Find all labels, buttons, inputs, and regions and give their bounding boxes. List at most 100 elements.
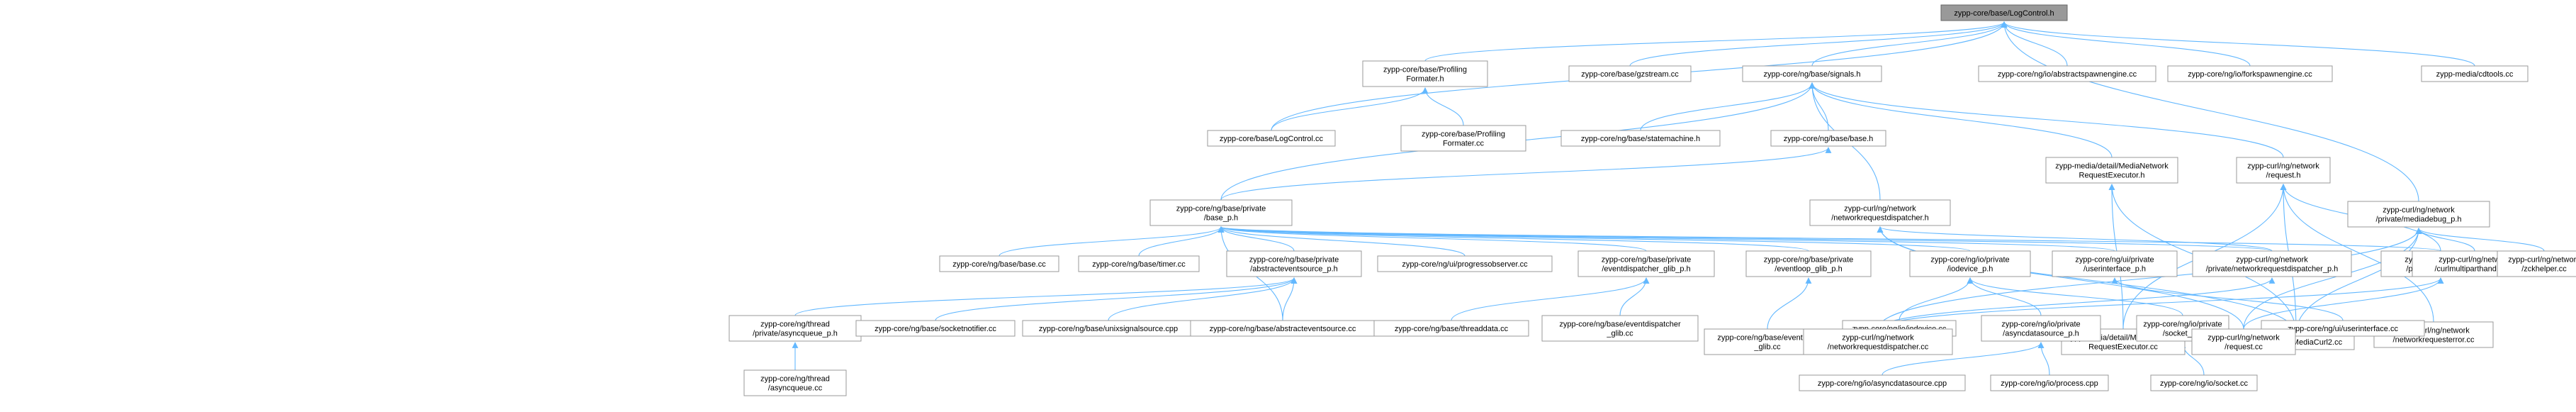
graph-node[interactable]: zypp-core/ng/ui/progressobserver.cc	[1377, 255, 1553, 272]
graph-node[interactable]: zypp-core/ng/base/base.cc	[939, 255, 1059, 272]
node-box	[1809, 199, 1951, 226]
graph-node[interactable]: zypp-media/cdtools.cc	[2421, 65, 2529, 82]
node-label: /abstracteventsource_p.h	[1250, 265, 1338, 274]
node-box	[2236, 157, 2331, 184]
node-label: zypp-core/ng/base/abstracteventsource.cc	[1210, 325, 1356, 333]
graph-node[interactable]: zypp-media/detail/MediaNetworkRequestExe…	[2045, 157, 2178, 184]
node-box	[2347, 201, 2490, 228]
graph-node[interactable]: zypp-core/ng/io/asyncdatasource.cpp	[1799, 374, 1966, 391]
graph-node[interactable]: zypp-core/ng/base/private/eventloop_glib…	[1745, 250, 1872, 277]
edge-n0-n6	[2001, 21, 2475, 67]
node-label: /eventloop_glib_p.h	[1774, 265, 1842, 274]
node-box	[939, 255, 1059, 272]
graph-node[interactable]: zypp-curl/ng/network/request.h	[2236, 157, 2331, 184]
graph-node[interactable]: zypp-core/ng/base/signals.h	[1742, 65, 1882, 82]
edge-n14-n19	[1217, 226, 1466, 257]
node-box	[2167, 65, 2333, 82]
node-label: zypp-curl/ng/network	[2439, 256, 2511, 265]
graph-node[interactable]: zypp-core/ng/base/unixsignalsource.cpp	[1022, 320, 1195, 337]
node-box	[1226, 250, 1362, 277]
node-label: zypp-core/base/LogControl.h	[1954, 9, 2054, 18]
graph-node[interactable]: zypp-core/ng/base/private/eventdispatche…	[1577, 250, 1715, 277]
node-box	[1742, 65, 1882, 82]
edge-n13-n29	[2415, 228, 2475, 252]
graph-node[interactable]: zypp-core/ng/io/socket.cc	[2150, 374, 2258, 391]
node-box	[729, 315, 862, 342]
node-label: zypp-core/ng/base/threaddata.cc	[1395, 325, 1509, 333]
node-label: /request.cc	[2225, 343, 2263, 352]
graph-node[interactable]: zypp-core/ng/thread/private/asyncqueue_p…	[729, 315, 862, 342]
node-label: /curlmultiparthandler.cc	[2434, 265, 2515, 274]
edge-n1-n7	[1271, 87, 1429, 131]
node-box	[1981, 315, 2101, 342]
edge-n18-n32	[935, 277, 1298, 321]
node-label: /asyncdatasource_p.h	[2003, 330, 2079, 338]
edge-n20-n36	[1619, 277, 1650, 316]
graph-node[interactable]: zypp-core/ng/base/timer.cc	[1078, 255, 1200, 272]
node-box	[1078, 255, 1200, 272]
node-label: Formater.cc	[1443, 140, 1485, 148]
graph-node[interactable]: zypp-core/ng/io/forkspawnengine.cc	[2167, 65, 2333, 82]
edge-n18-n34	[1282, 277, 1298, 321]
graph-node[interactable]: zypp-core/ng/base/base.h	[1770, 130, 1886, 147]
edge-n0-n5	[2001, 21, 2251, 67]
graph-node[interactable]: zypp-core/base/gzstream.cc	[1568, 65, 1692, 82]
graph-node[interactable]: zypp-curl/ng/network/zckhelper.cc	[2497, 250, 2576, 277]
edge-n3-n11	[1809, 82, 2113, 158]
graph-node[interactable]: zypp-core/ng/io/private/iodevice_p.h	[1909, 250, 2031, 277]
graph-node[interactable]: zypp-core/ng/io/abstractspawnengine.cc	[1978, 65, 2156, 82]
graph-node[interactable]: zypp-core/ng/thread/asyncqueue.cc	[743, 369, 847, 396]
graph-node[interactable]: zypp-core/base/LogControl.cc	[1207, 130, 1336, 147]
edge-n25-n42	[1877, 277, 2444, 330]
node-label: Formater.h	[1406, 75, 1444, 84]
graph-node[interactable]: zypp-core/ng/base/eventdispatcher_glib.c…	[1541, 315, 1699, 342]
node-label: /networkrequestdispatcher.h	[1831, 214, 1929, 223]
node-label: zypp-core/base/gzstream.cc	[1581, 70, 1679, 79]
graph-node[interactable]: zypp-core/ng/base/threaddata.cc	[1373, 320, 1529, 337]
edge-n39-n45	[1882, 342, 2045, 376]
graph-node[interactable]: zypp-core/ng/base/statemachine.h	[1560, 130, 1721, 147]
node-box	[1770, 130, 1886, 147]
node-box	[1745, 250, 1872, 277]
node-label: zypp-core/ng/io/socket.cc	[2160, 379, 2249, 388]
graph-node[interactable]: zypp-core/ng/base/private/base_p.h	[1149, 199, 1293, 226]
node-label: zypp-core/ng/base/eventdispatcher	[1559, 321, 1681, 329]
node-label: zypp-core/ng/io/private	[1930, 256, 2009, 265]
node-label: /private/networkrequestdispatcher_p.h	[2206, 265, 2339, 274]
node-label: RequestExecutor.h	[2079, 172, 2145, 180]
edge-n3-n12	[1809, 82, 2284, 158]
graph-node[interactable]: zypp-curl/ng/network/private/mediadebug_…	[2347, 201, 2490, 228]
graph-node[interactable]: zypp-curl/ng/network/private/networkrequ…	[2192, 250, 2352, 277]
node-label: zypp-curl/ng/network	[2383, 206, 2455, 215]
edge-n23-n41	[2111, 277, 2344, 321]
graph-node[interactable]: zypp-core/ng/ui/userinterface.cc	[2261, 320, 2425, 337]
node-box	[1799, 374, 1966, 391]
node-label: /base_p.h	[1204, 214, 1238, 223]
graph-node[interactable]: zypp-core/ng/base/abstracteventsource.cc	[1190, 320, 1376, 337]
node-label: zypp-core/ng/io/asyncdatasource.cpp	[1818, 379, 1947, 388]
node-label: zypp-core/ng/ui/private	[2075, 256, 2154, 265]
edge-n3-n9	[1640, 82, 1816, 131]
edge-n13-n42	[1877, 228, 2422, 330]
node-box	[1362, 60, 1488, 87]
node-label: zypp-core/ng/thread	[760, 375, 830, 384]
node-label: _glib.cc	[1753, 343, 1781, 352]
graph-node[interactable]: zypp-core/ng/base/socketnotifier.cc	[855, 320, 1016, 337]
graph-node[interactable]: zypp-curl/ng/network/request.cc	[2191, 328, 2296, 355]
edge-n22-n38	[1899, 277, 1974, 321]
graph-node[interactable]: zypp-core/ng/ui/private/userinterface_p.…	[2052, 250, 2178, 277]
node-label: /networkrequestdispatcher.cc	[1828, 343, 1929, 352]
graph-node[interactable]: zypp-core/ng/io/process.cpp	[1990, 374, 2109, 391]
graph-node[interactable]: zypp-curl/ng/network/networkrequestdispa…	[1803, 328, 1953, 355]
node-label: zypp-core/ng/base/private	[1602, 256, 1692, 265]
edge-n13-n30	[2415, 228, 2545, 252]
graph-node[interactable]: zypp-core/ng/io/private/asyncdatasource_…	[1981, 315, 2101, 342]
node-label: zypp-core/ng/io/private	[2001, 321, 2080, 329]
graph-node[interactable]: zypp-core/ng/base/private/abstractevents…	[1226, 250, 1362, 277]
root-node[interactable]: zypp-core/base/LogControl.h	[1940, 4, 2068, 21]
graph-node[interactable]: zypp-curl/ng/network/networkrequestdispa…	[1809, 199, 1951, 226]
node-label: zypp-core/base/Profiling	[1383, 66, 1467, 74]
